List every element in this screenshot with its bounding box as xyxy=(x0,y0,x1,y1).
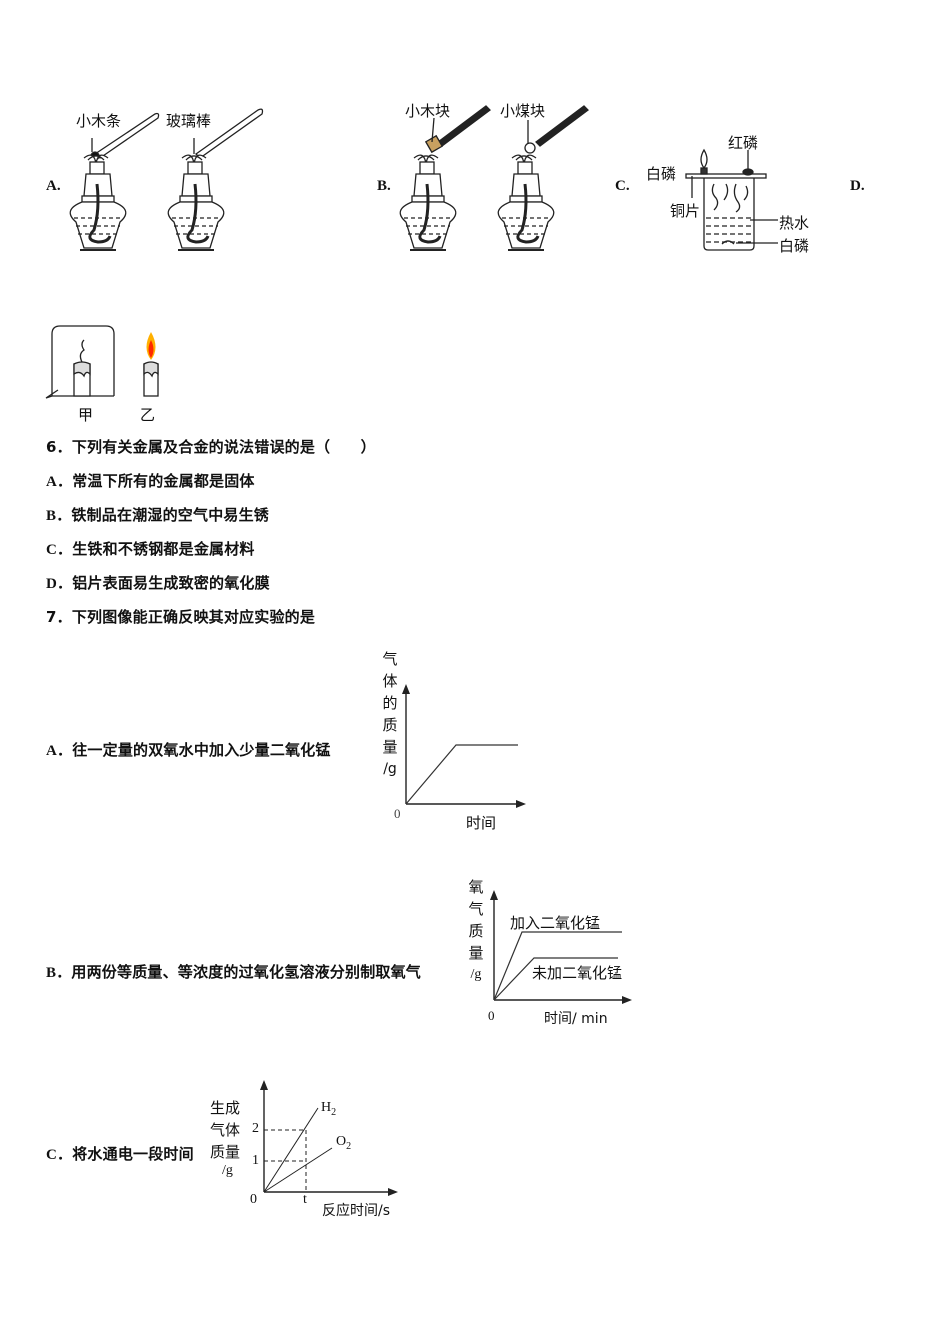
alcohol-lamp-illustration-b xyxy=(399,105,589,251)
q7-option-b[interactable]: B．用两份等质量、等浓度的过氧化氢溶液分别制取氧气 xyxy=(46,961,421,982)
chart-a-origin: 0 xyxy=(394,806,401,821)
o2-symbol: O xyxy=(336,1134,347,1149)
label-hot-water: 热水 xyxy=(779,214,810,232)
chart-c-ylabel-line4: /g xyxy=(222,1163,233,1178)
q7-option-a-letter: A． xyxy=(46,743,73,759)
candle-illustration-d xyxy=(45,325,159,399)
chart-c-ytick-1: 1 xyxy=(252,1153,259,1168)
q6-option-a[interactable]: A．常温下所有的金属都是固体 xyxy=(46,470,255,491)
chart-a-ylabel-char: 质 xyxy=(382,716,398,734)
chart-a-plot xyxy=(402,684,526,808)
q5-option-b-letter[interactable]: B. xyxy=(377,178,391,194)
chart-b-series1-label: 加入二氧化锰 xyxy=(510,914,601,932)
chart-b-ylabel-char: 氧 xyxy=(468,878,484,896)
chart-b-series2-label: 未加二氧化锰 xyxy=(532,964,623,982)
q7-option-c-text: 将水通电一段时间 xyxy=(72,1145,194,1163)
chart-a-ylabel-char: 量 xyxy=(382,738,398,756)
label-red-phosphorus: 红磷 xyxy=(728,134,759,152)
q5-option-d-letter[interactable]: D. xyxy=(850,178,865,194)
chart-c-ytick-2: 2 xyxy=(252,1121,259,1136)
label-copper-sheet: 铜片 xyxy=(670,202,701,220)
chart-c-origin: 0 xyxy=(250,1192,257,1207)
chart-c-ylabel-line3: 质量 xyxy=(210,1143,241,1161)
chart-b-xlabel: 时间/ min xyxy=(544,1011,608,1027)
label-small-coal-block: 小煤块 xyxy=(500,102,546,120)
q6-stem: 6．下列有关金属及合金的说法错误的是（ ） xyxy=(46,438,376,456)
chart-a-ylabel-char: 体 xyxy=(382,672,398,690)
q7-stem: 7．下列图像能正确反映其对应实验的是 xyxy=(46,608,316,626)
chart-a-ylabel-char: /g xyxy=(383,761,397,777)
chart-a-xlabel: 时间 xyxy=(466,814,497,832)
q7-option-a-text: 往一定量的双氧水中加入少量二氧化锰 xyxy=(72,741,331,759)
label-glass-rod: 玻璃棒 xyxy=(166,112,212,130)
label-jia: 甲 xyxy=(78,406,94,424)
q6-option-b-letter: B． xyxy=(46,508,72,524)
chart-b-plot xyxy=(490,890,632,1004)
q7-option-c-letter: C． xyxy=(46,1147,73,1163)
phosphorus-combustion-illustration xyxy=(685,148,778,251)
q7-option-b-text: 用两份等质量、等浓度的过氧化氢溶液分别制取氧气 xyxy=(71,963,422,981)
h2-subscript: 2 xyxy=(331,1106,337,1118)
label-white-phosphorus-top: 白磷 xyxy=(646,165,677,183)
q6-option-a-text: 常温下所有的金属都是固体 xyxy=(72,472,255,490)
q7-option-a[interactable]: A．往一定量的双氧水中加入少量二氧化锰 xyxy=(46,739,331,760)
q7-option-c[interactable]: C．将水通电一段时间 xyxy=(46,1143,194,1164)
q6-option-b-text: 铁制品在潮湿的空气中易生锈 xyxy=(71,506,270,524)
chart-b-origin: 0 xyxy=(488,1008,495,1023)
h2-symbol: H xyxy=(321,1100,332,1115)
q5-option-c-letter[interactable]: C. xyxy=(615,178,630,194)
q6-option-c-letter: C． xyxy=(46,542,73,558)
chart-a-ylabel-char: 气 xyxy=(382,650,398,668)
chart-c-xlabel: 反应时间/s xyxy=(322,1203,391,1219)
q6-option-c[interactable]: C．生铁和不锈钢都是金属材料 xyxy=(46,538,255,559)
alcohol-lamp-illustration-a xyxy=(69,108,264,251)
chart-b-ylabel-char: 量 xyxy=(468,944,484,962)
chart-c-xtick-t: t xyxy=(303,1192,307,1207)
chart-a-ylabel-char: 的 xyxy=(382,694,398,712)
chart-c-ylabel-line1: 生成 xyxy=(210,1099,241,1117)
q6-option-d-letter: D． xyxy=(46,576,73,592)
q6-option-b[interactable]: B．铁制品在潮湿的空气中易生锈 xyxy=(46,504,269,525)
q6-option-a-letter: A． xyxy=(46,474,73,490)
q5-option-a-letter[interactable]: A. xyxy=(46,178,61,194)
q7-option-b-letter: B． xyxy=(46,965,72,981)
chart-c-o2-label: O2 xyxy=(336,1134,351,1152)
q6-option-d-text: 铝片表面易生成致密的氧化膜 xyxy=(72,574,270,592)
o2-subscript: 2 xyxy=(346,1140,352,1152)
label-white-phosphorus-bottom: 白磷 xyxy=(779,237,810,255)
label-small-wood-block: 小木块 xyxy=(405,102,451,120)
chart-b-ylabel-char: /g xyxy=(470,967,482,982)
chart-c-plot xyxy=(260,1080,398,1196)
chart-b-ylabel-char: 质 xyxy=(468,922,484,940)
chart-c-ylabel-line2: 气体 xyxy=(210,1121,241,1139)
chart-c-h2-label: H2 xyxy=(321,1100,336,1118)
chart-b-ylabel-char: 气 xyxy=(468,900,484,918)
q6-option-d[interactable]: D．铝片表面易生成致密的氧化膜 xyxy=(46,572,270,593)
q6-option-c-text: 生铁和不锈钢都是金属材料 xyxy=(72,540,255,558)
chart-b-ylabel: 氧 气 质 量 /g xyxy=(466,876,486,986)
label-wood-strip: 小木条 xyxy=(76,112,122,130)
label-yi: 乙 xyxy=(140,406,156,424)
chart-a-ylabel: 气 体 的 质 量 /g xyxy=(380,648,400,780)
